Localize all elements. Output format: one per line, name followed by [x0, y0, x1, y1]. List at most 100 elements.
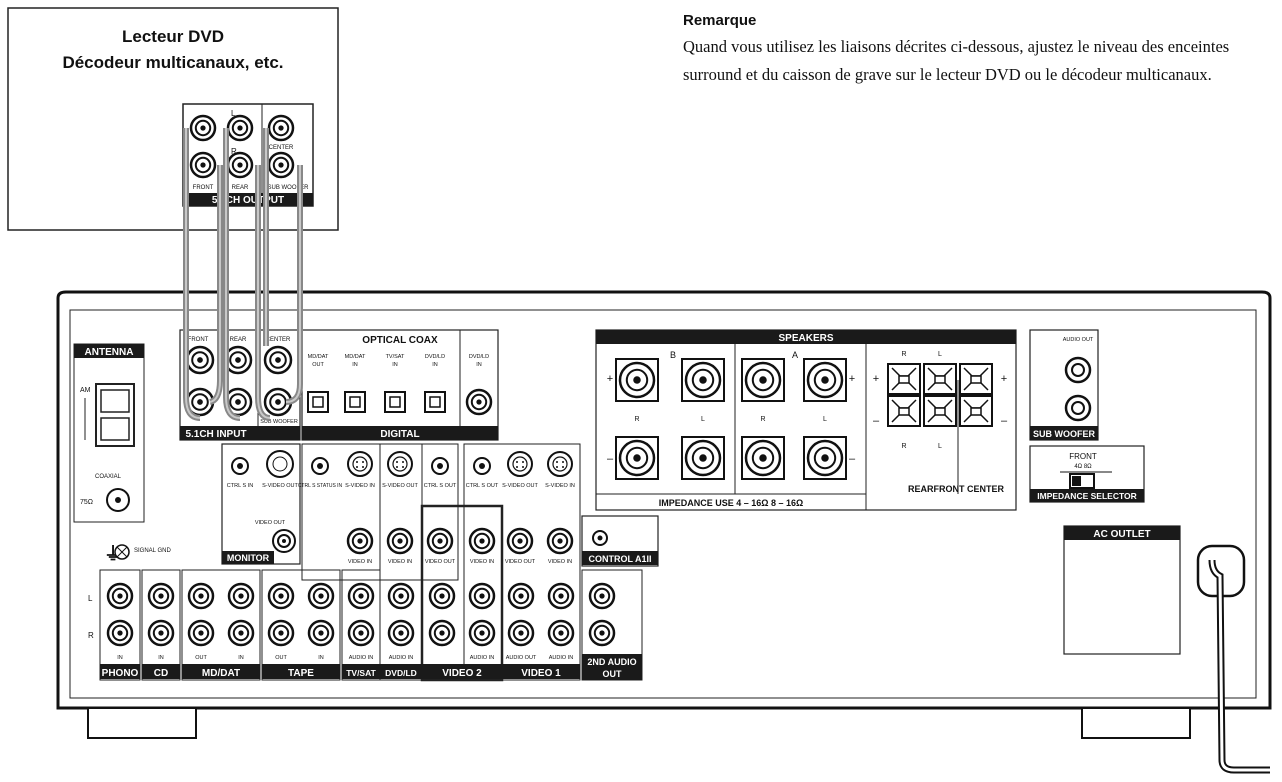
- jack-pin: [275, 357, 281, 363]
- cable-subwoofer-core: [285, 165, 301, 403]
- group-3-band: [262, 664, 340, 679]
- jack-ring: [111, 587, 129, 605]
- jack-pin: [562, 461, 564, 463]
- io-label: AUDIO OUT: [506, 655, 537, 661]
- spring-terminal-hole: [934, 375, 946, 384]
- jack-ring: [511, 532, 529, 550]
- remark-body: Quand vous utilisez les liaisons décrite…: [683, 37, 1230, 84]
- jack-pin: [238, 593, 244, 599]
- jack-ring: [552, 456, 568, 472]
- jack-pin: [396, 461, 398, 463]
- jack-pin: [197, 399, 203, 405]
- speaker-binding-posts: [615, 358, 847, 480]
- speaker-post-plus-0: [618, 361, 656, 399]
- source-device: Lecteur DVD Décodeur multicanaux, etc. L…: [7, 7, 339, 231]
- jack-pin: [397, 538, 403, 544]
- spring-terminals: [887, 363, 993, 427]
- jack-ring: [152, 587, 170, 605]
- input51-center-label: CENTER: [266, 337, 291, 343]
- audio-jack-l-3: [227, 582, 255, 610]
- jack-pin: [699, 376, 707, 384]
- jack-pin: [558, 630, 564, 636]
- impedance-switch-knob: [1072, 476, 1081, 486]
- tvsat-frame: [341, 569, 381, 681]
- digital-box: [301, 329, 499, 441]
- svideo-out-jack: [387, 451, 413, 477]
- speaker-post-plus-1: [684, 361, 722, 399]
- second-audio-label: 2ND AUDIO: [587, 657, 636, 667]
- input51-front-label: FRONT: [188, 337, 209, 343]
- monitor-video-out-label: VIDEO OUT: [255, 520, 286, 526]
- audio-jack-r-4: [267, 619, 295, 647]
- audio-jack-r-3: [227, 619, 255, 647]
- speaker-post-minus-0: [618, 439, 656, 477]
- jack-pin: [476, 399, 482, 405]
- group-6-label: VIDEO 2: [442, 668, 482, 679]
- group-4-band: [342, 664, 380, 679]
- jack-pin: [396, 466, 398, 468]
- jack-pin: [278, 125, 284, 131]
- row-label-l: L: [88, 594, 93, 603]
- audio-jack-r-2: [187, 619, 215, 647]
- jack-port: [429, 396, 441, 408]
- output-panel: L R CENTER FRONT REAR SUB WOOFER 5.1CH O…: [182, 103, 314, 207]
- output-front-label: FRONT: [193, 185, 214, 191]
- jack-pin: [522, 466, 524, 468]
- subwoofer-audio-out-label: AUDIO OUT: [1063, 337, 1094, 343]
- digital-jack-label: MD/DAT: [308, 354, 329, 360]
- spring-terminal-hole: [898, 375, 910, 384]
- jack-pin: [562, 466, 564, 468]
- power-cord-inner: [1210, 559, 1270, 772]
- jack-pin: [402, 461, 404, 463]
- audio-jack-r-9: [468, 619, 496, 647]
- output-subwoofer-label: SUB WOOFER: [267, 185, 309, 191]
- subwoofer-box: [1029, 329, 1099, 441]
- group-3-label: TAPE: [288, 668, 314, 679]
- jack-pin: [398, 593, 404, 599]
- jack-ring: [552, 624, 570, 642]
- jack-ring: [351, 532, 369, 550]
- ground-screw-slot: [116, 546, 128, 558]
- audio-jack-l-11: [547, 582, 575, 610]
- speaker-post-frame: [803, 358, 847, 402]
- video-jack-4: [506, 527, 534, 555]
- speaker-a-r-label: R: [760, 416, 765, 423]
- speaker-post-frame: [681, 436, 725, 480]
- optical-coax-label: OPTICAL COAX: [362, 335, 438, 346]
- am-terminal-lower: [100, 417, 130, 441]
- speaker-post-minus-1: [684, 439, 722, 477]
- jack-ring: [473, 624, 491, 642]
- jack-pin: [759, 376, 767, 384]
- spring-terminal-hole: [970, 407, 982, 416]
- ctrl-s-out-jack: [431, 457, 449, 475]
- jack-ring: [352, 624, 370, 642]
- audio-jack-r-7: [387, 619, 415, 647]
- jack-ring: [111, 624, 129, 642]
- jack-pin: [557, 538, 563, 544]
- speaker-post-plus-3: [806, 361, 844, 399]
- jack-pin: [479, 630, 485, 636]
- video1-frame: [463, 443, 581, 681]
- jack-pin: [158, 593, 164, 599]
- monitor-label: MONITOR: [227, 553, 270, 563]
- jack-pin: [522, 461, 524, 463]
- audio-jack-l-8: [428, 582, 456, 610]
- antenna-label: ANTENNA: [85, 347, 134, 358]
- io-label: IN: [318, 655, 324, 661]
- jack-ring: [352, 456, 368, 472]
- jack-pin: [599, 593, 605, 599]
- jack-ring: [691, 446, 715, 470]
- digital-jack-label: IN: [432, 362, 438, 368]
- rear-front-center-label: REARFRONT CENTER: [908, 484, 1004, 494]
- jack-ring: [192, 624, 210, 642]
- jack-pin: [278, 593, 284, 599]
- io-label: IN: [238, 655, 244, 661]
- jack-ring: [232, 624, 250, 642]
- control-pin: [597, 535, 603, 541]
- cable-rear-r-core: [257, 165, 271, 419]
- speaker-b-r-label: R: [634, 416, 639, 423]
- jack-ring: [152, 624, 170, 642]
- jack-pin: [437, 463, 443, 469]
- speaker-post-minus-3: [806, 439, 844, 477]
- minus-sign-left: –: [607, 453, 614, 465]
